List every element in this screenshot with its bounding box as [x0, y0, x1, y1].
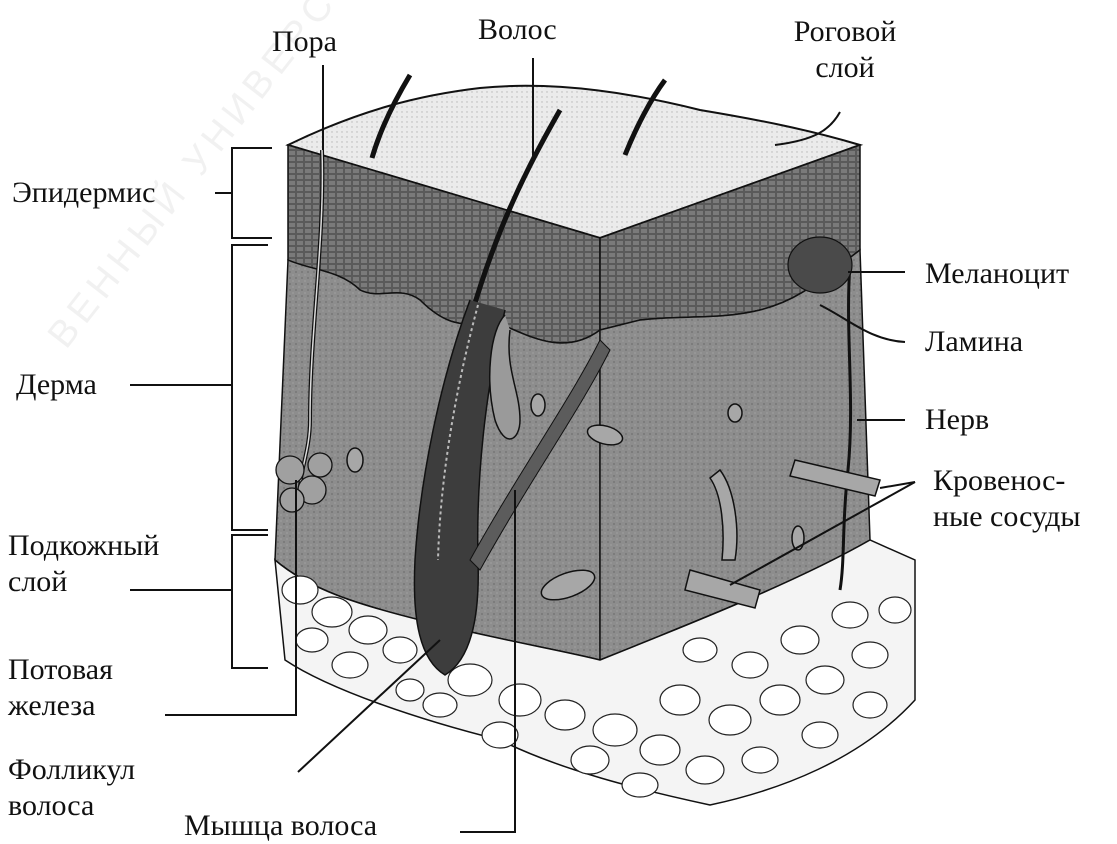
label-melanocit: Меланоцит [925, 256, 1069, 292]
label-myshca-text: Мышца волоса [184, 808, 377, 844]
label-follikul-volosa: Фолликул волоса [8, 752, 135, 824]
label-podkozhny-line1: Подкожный [8, 528, 159, 564]
label-derma-text: Дерма [16, 367, 97, 403]
label-myshca-volosa: Мышца волоса [184, 808, 377, 844]
label-volos: Волос [478, 12, 557, 48]
label-krovenos-line1: Кровенос- [933, 463, 1081, 499]
label-pora: Пора [272, 24, 337, 60]
label-krovenosnye-sosudy: Кровенос- ные сосуды [933, 463, 1081, 535]
melanocyte-cluster [788, 237, 852, 293]
label-potovaya-line2: железа [8, 688, 113, 724]
label-rogovoy-line2: слой [775, 50, 915, 86]
label-follikul-line2: волоса [8, 788, 135, 824]
label-lamina: Ламина [925, 324, 1023, 360]
label-melanocit-text: Меланоцит [925, 256, 1069, 292]
label-derma: Дерма [16, 367, 97, 403]
label-epidermis-text: Эпидермис [12, 175, 155, 211]
label-podkozhny-line2: слой [8, 564, 159, 600]
label-rogovoy-line1: Роговой [775, 14, 915, 50]
label-potovaya-line1: Потовая [8, 652, 113, 688]
label-pora-text: Пора [272, 24, 337, 60]
label-follikul-line1: Фолликул [8, 752, 135, 788]
label-rogovoy-sloy: Роговой слой [775, 14, 915, 86]
label-podkozhny-sloy: Подкожный слой [8, 528, 159, 600]
label-nerv: Нерв [925, 402, 989, 438]
label-epidermis: Эпидермис [12, 175, 155, 211]
label-nerv-text: Нерв [925, 402, 989, 438]
label-volos-text: Волос [478, 12, 557, 48]
label-potovaya-zheleza: Потовая железа [8, 652, 113, 724]
label-krovenos-line2: ные сосуды [933, 499, 1081, 535]
label-lamina-text: Ламина [925, 324, 1023, 360]
